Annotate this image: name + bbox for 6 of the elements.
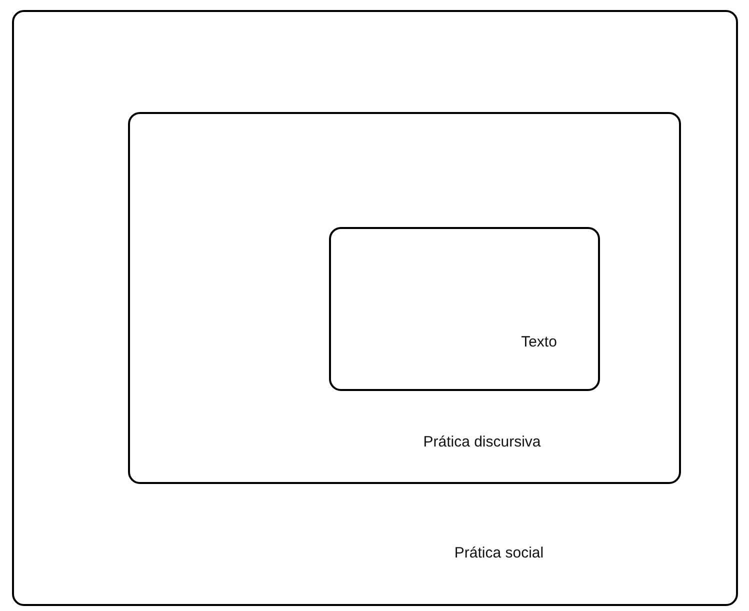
rounded-box (329, 227, 600, 391)
rounded-box (128, 112, 681, 484)
box-label: Prática discursiva (423, 434, 541, 450)
rounded-box (12, 10, 738, 606)
box-label: Texto (521, 334, 557, 350)
box-label: Prática social (454, 544, 544, 562)
